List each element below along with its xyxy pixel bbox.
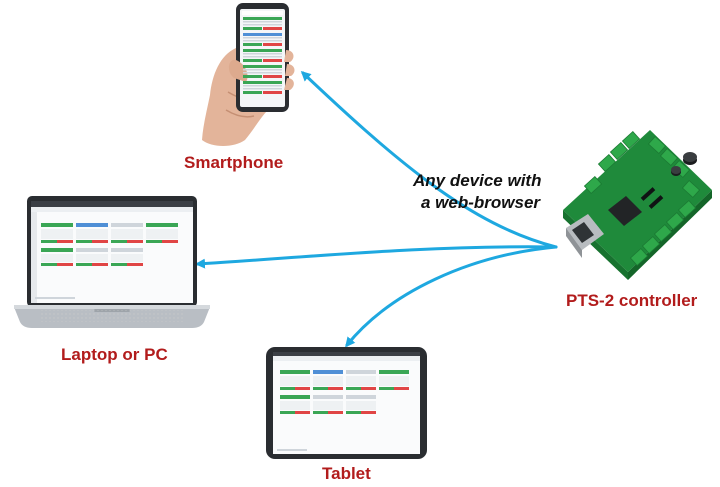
smartphone-label: Smartphone [184,153,284,172]
arrow-to-tablet [345,245,558,348]
caption-line-2: a web-browser [421,193,541,212]
terminal-blocks [583,131,701,266]
tablet-label: Tablet [322,464,371,483]
controller-label: PTS-2 controller [566,291,698,310]
caption-line-1: Any device with [413,171,542,190]
tablet-image [266,347,427,459]
controller-chip [608,196,642,226]
tablet-screen-cards [277,370,409,451]
controller-image [563,130,712,280]
ethernet-port [566,214,604,258]
capacitors [671,152,697,176]
arrow-to-smartphone [300,70,558,249]
laptop-screen-cards [35,223,178,299]
smartphone-image [202,3,295,146]
smartphone-screen-cards [242,11,283,94]
arrow-to-laptop [195,245,558,269]
laptop-label: Laptop or PC [61,345,168,364]
connection-arrows [195,70,558,348]
laptop-image [14,196,210,328]
web-browser-caption: Any device with a web-browser [413,170,541,214]
